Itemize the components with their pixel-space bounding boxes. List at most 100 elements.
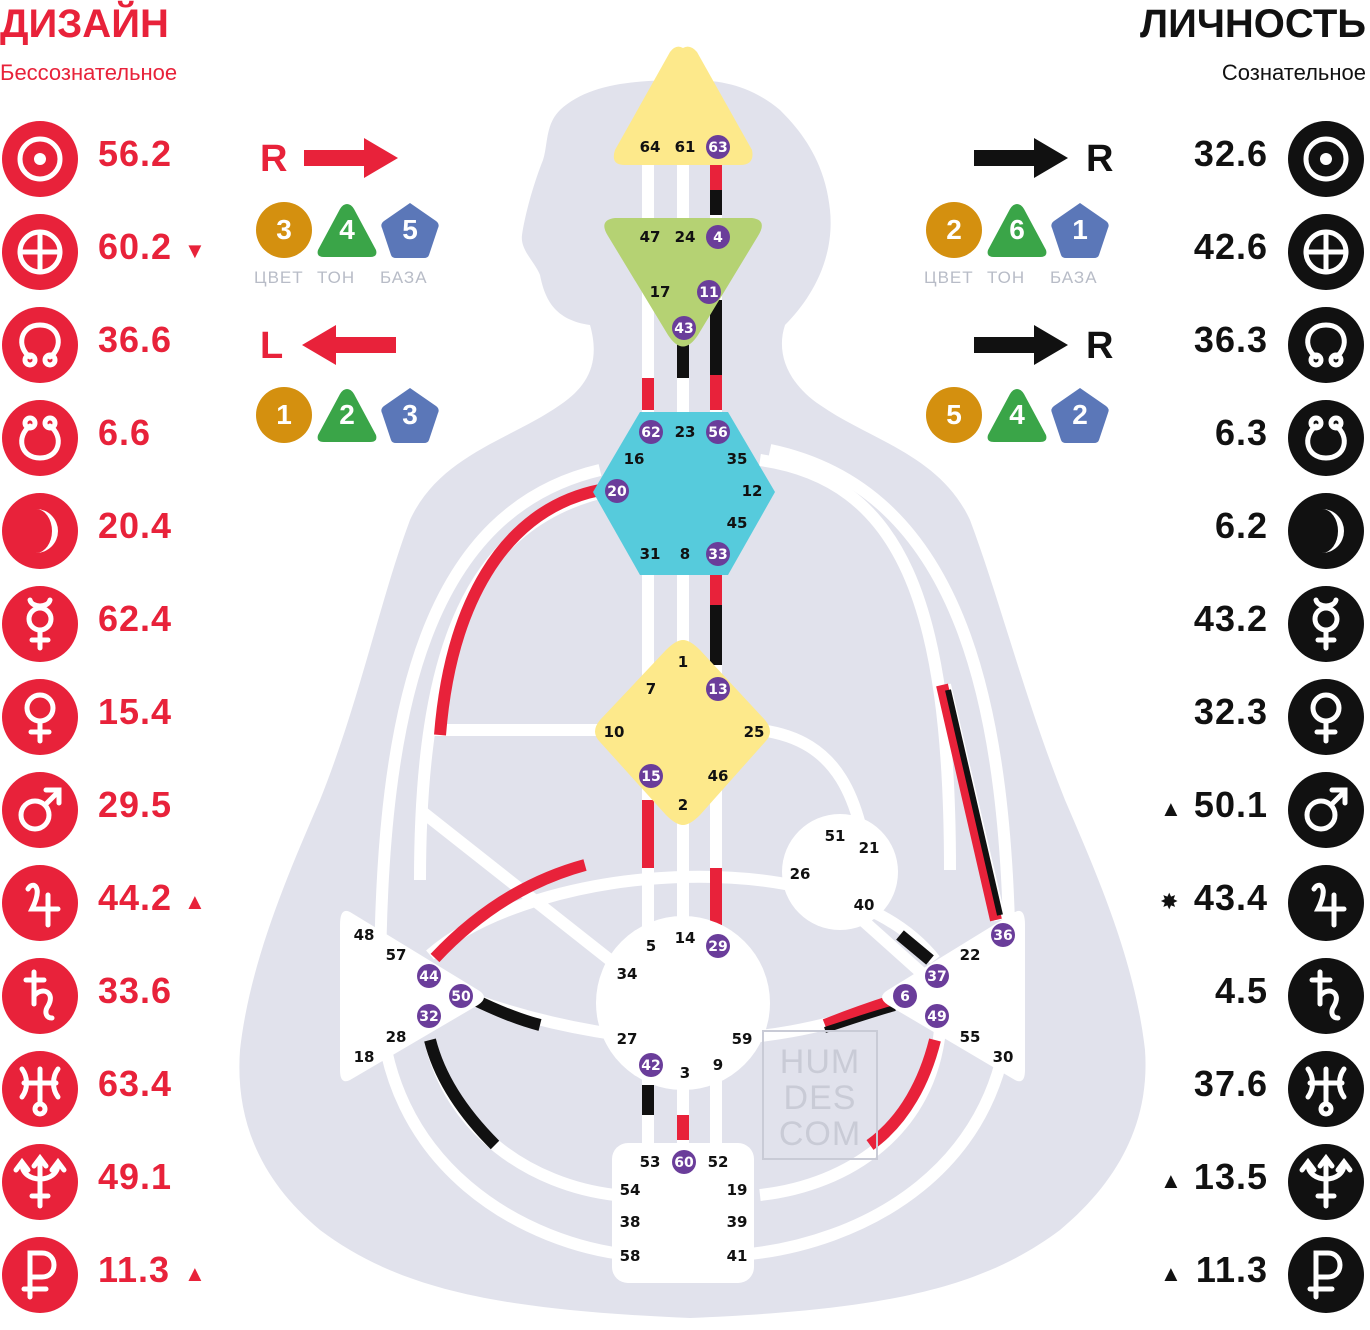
personality-variables-top-0: 2 [922, 200, 986, 260]
gate-13: 13 [706, 677, 730, 701]
svg-text:61: 61 [675, 138, 696, 156]
earth-icon [2, 214, 78, 290]
design-planet-value: 20.4 [98, 505, 173, 546]
gate-54: 54 [620, 1181, 641, 1199]
design-planet-row: 44.2 ▲ [2, 865, 302, 941]
svg-text:17: 17 [650, 283, 671, 301]
svg-text:33: 33 [708, 547, 727, 563]
personality-planet-mark: ▲ [1160, 1168, 1182, 1193]
gate-18: 18 [354, 1048, 375, 1066]
svg-text:62: 62 [641, 425, 660, 441]
gate-23: 23 [675, 423, 696, 441]
gate-34: 34 [617, 965, 638, 983]
gate-62: 62 [639, 420, 663, 444]
design-planet-row: 60.2▼ [2, 214, 302, 290]
gate-29: 29 [706, 934, 730, 958]
gate-50: 50 [449, 984, 473, 1008]
personality-subtitle: Сознательное [1221, 60, 1366, 85]
design-subtitle: Бессознательное [0, 60, 178, 85]
personality-planet-row: 13.5 ▲ [1068, 1144, 1368, 1220]
gate-6: 6 [893, 984, 917, 1008]
svg-text:41: 41 [727, 1247, 748, 1265]
design-planet-value: 44.2 [98, 877, 173, 918]
svg-text:57: 57 [386, 946, 407, 964]
sacral-center [596, 916, 770, 1090]
svg-text:47: 47 [640, 228, 661, 246]
design-planet-row: 11.3▲ [2, 1237, 302, 1313]
personality-planet-mark: ✸ [1160, 889, 1179, 914]
personality-planet-value: 6.2 [1214, 505, 1268, 546]
design-arrow-bottom-label: L [260, 325, 284, 367]
gate-3: 3 [680, 1064, 690, 1082]
design-planet-row: 6.6 [2, 400, 302, 476]
spleen-center [340, 910, 484, 1082]
personality-arrow-top-label: R [1086, 138, 1114, 180]
gate-12: 12 [742, 482, 763, 500]
gate-57: 57 [386, 946, 407, 964]
gate-10: 10 [604, 723, 625, 741]
personality-arrow-bottom-icon [974, 325, 1068, 365]
svg-text:36: 36 [993, 928, 1012, 944]
gate-11: 11 [697, 280, 721, 304]
south-node-icon [1288, 400, 1364, 476]
gate-40: 40 [854, 896, 875, 914]
design-planet-mark: ▲ [184, 889, 206, 914]
heart-center [782, 814, 898, 930]
svg-text:29: 29 [708, 939, 727, 955]
gate-16: 16 [624, 450, 645, 468]
gate-30: 30 [993, 1048, 1014, 1066]
gate-28: 28 [386, 1028, 407, 1046]
svg-text:2: 2 [678, 796, 688, 814]
gate-55: 55 [960, 1028, 981, 1046]
svg-text:50: 50 [451, 989, 471, 1005]
svg-text:23: 23 [675, 423, 696, 441]
gate-5: 5 [646, 937, 656, 955]
gate-17: 17 [650, 283, 671, 301]
personality-planet-value: 13.5 [1193, 1156, 1268, 1197]
svg-text:14: 14 [675, 929, 696, 947]
root-center [612, 1143, 754, 1283]
gate-33: 33 [706, 542, 730, 566]
gate-58: 58 [620, 1247, 641, 1265]
svg-text:45: 45 [727, 514, 748, 532]
personality-planet-row: 36.3 [1068, 307, 1368, 383]
svg-text:15: 15 [641, 769, 660, 785]
gate-31: 31 [640, 545, 661, 563]
personality-planet-row: 43.2 [1068, 586, 1368, 662]
gate-44: 44 [417, 964, 441, 988]
design-planet-value: 6.6 [98, 412, 152, 453]
gate-43: 43 [672, 316, 696, 340]
personality-planet-value: 50.1 [1193, 784, 1268, 825]
design-arrow-bottom-icon [302, 325, 396, 365]
gate-45: 45 [727, 514, 748, 532]
personality-title: ЛИЧНОСТЬ [1140, 2, 1366, 46]
svg-text:25: 25 [744, 723, 765, 741]
personality-planet-value: 42.6 [1193, 226, 1268, 267]
svg-text:1: 1 [678, 653, 688, 671]
gate-21: 21 [859, 839, 880, 857]
ajna-center [604, 218, 762, 347]
svg-text:64: 64 [640, 138, 661, 156]
svg-text:7: 7 [646, 680, 656, 698]
gate-63: 63 [706, 135, 730, 159]
gate-60: 60 [672, 1150, 696, 1174]
gate-51: 51 [825, 827, 846, 845]
north-node-icon [2, 307, 78, 383]
personality-planet-row: 43.4✸ [1068, 865, 1368, 941]
svg-text:48: 48 [354, 926, 375, 944]
personality-planet-value: 32.6 [1193, 133, 1268, 174]
svg-text:5: 5 [646, 937, 656, 955]
gate-15: 15 [639, 764, 663, 788]
design-planet-row: 62.4 [2, 586, 302, 662]
variable-caption: ТОН [987, 268, 1026, 287]
moon-icon [1288, 493, 1364, 569]
personality-planet-row: 37.6 [1068, 1051, 1368, 1127]
design-planet-row: 15.4 [2, 679, 302, 755]
gate-2: 2 [678, 796, 688, 814]
design-planet-mark: ▲ [184, 1261, 206, 1286]
personality-variables-top-1: 6 [985, 200, 1049, 260]
svg-text:56: 56 [708, 425, 727, 441]
pluto-icon [1288, 1237, 1364, 1313]
svg-text:55: 55 [960, 1028, 981, 1046]
svg-text:31: 31 [640, 545, 661, 563]
